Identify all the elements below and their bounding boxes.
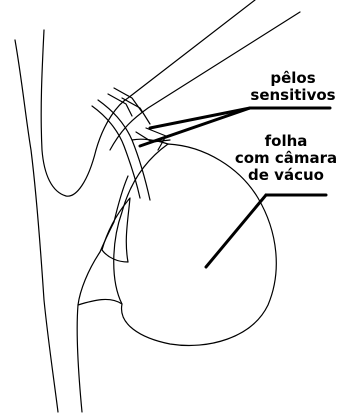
label-leaf-line-1: folha	[234, 133, 338, 150]
label-sensitive-hairs-line-1: pêlos	[248, 70, 338, 87]
label-leaf-line-2: com câmara	[234, 150, 338, 167]
stem	[15, 30, 100, 412]
stalk-edge-lower	[78, 299, 122, 305]
pointer-leaf	[206, 195, 266, 267]
stem-right-edge	[41, 30, 96, 196]
label-leaf-line-3: de vácuo	[234, 167, 338, 184]
bladder-inner-fold	[102, 198, 130, 262]
label-sensitive-hairs-line-2: sensitivos	[248, 87, 338, 104]
bladder-stalk	[78, 176, 128, 305]
stem-lower-right-edge	[77, 252, 100, 412]
label-leaf-vacuum-chamber: folha com câmara de vácuo	[234, 133, 338, 184]
trap-entrance	[92, 88, 170, 200]
label-sensitive-hairs: pêlos sensitivos	[248, 70, 338, 104]
stalk-edge-upper	[100, 176, 128, 252]
hair-3	[122, 98, 150, 124]
stem-left-edge	[15, 40, 58, 412]
branch-lower-edge	[96, 0, 255, 150]
